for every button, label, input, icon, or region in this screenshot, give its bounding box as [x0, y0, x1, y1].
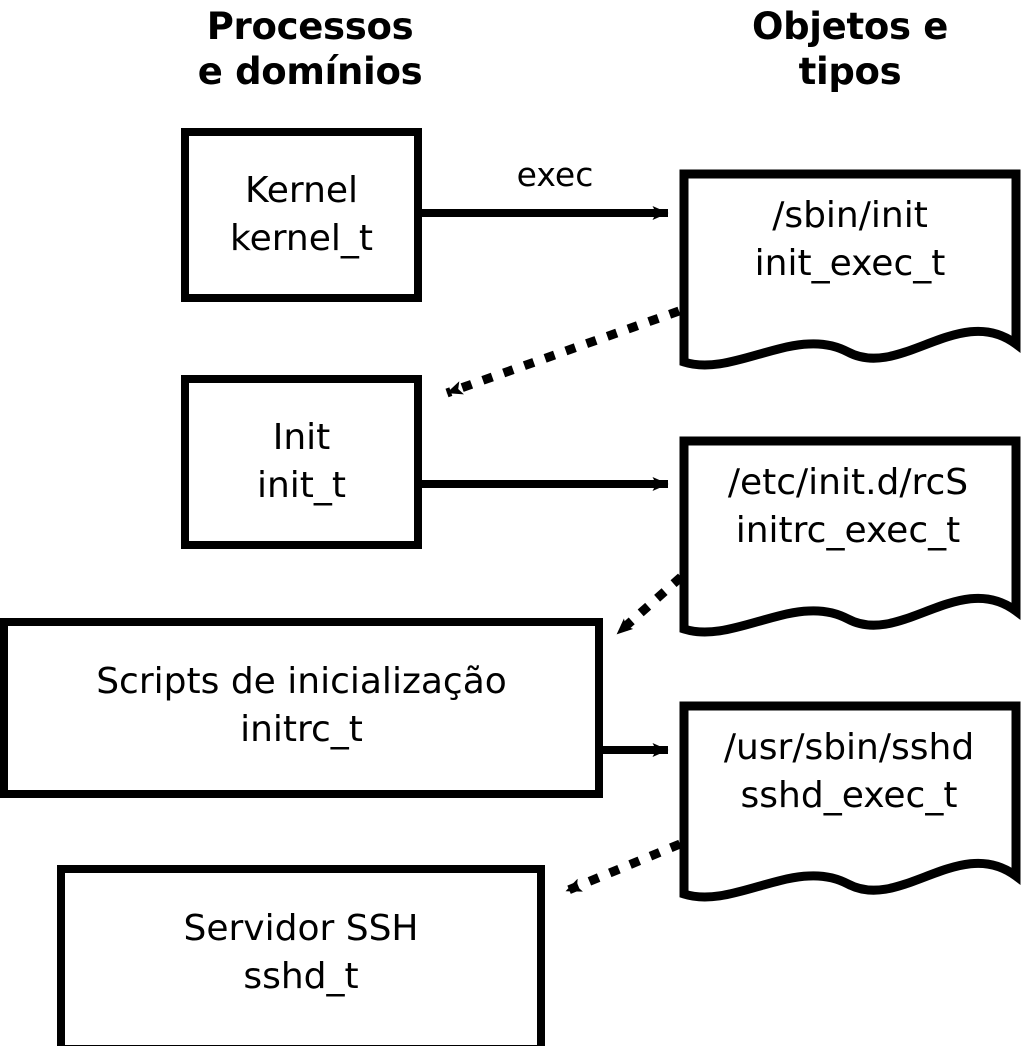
node-initrc-exec[interactable] — [684, 441, 1016, 636]
node-sshd-exec[interactable] — [684, 706, 1016, 901]
node-init[interactable] — [185, 379, 418, 545]
object-doc-sshd-exec — [679, 701, 1021, 902]
edge-initrc-exec-to-initrc — [614, 573, 684, 638]
process-box-initrc — [0, 618, 603, 798]
column-header-processes: Processos e domínios — [197, 5, 423, 93]
edge-init-exec-to-init — [445, 306, 681, 398]
edge-sshd-exec-to-sshd — [564, 839, 682, 896]
process-box-sshd — [57, 865, 545, 1046]
edge-label-exec: exec — [516, 155, 594, 194]
node-initrc[interactable] — [4, 622, 599, 794]
column-header-objects: Objetos e tipos — [751, 5, 949, 93]
node-init-exec[interactable] — [684, 174, 1016, 369]
process-box-init — [181, 375, 422, 549]
object-doc-init-exec — [679, 169, 1021, 370]
object-doc-initrc-exec — [679, 436, 1021, 637]
node-kernel[interactable] — [185, 132, 418, 298]
node-sshd[interactable] — [61, 869, 541, 1046]
process-box-kernel — [181, 128, 422, 302]
